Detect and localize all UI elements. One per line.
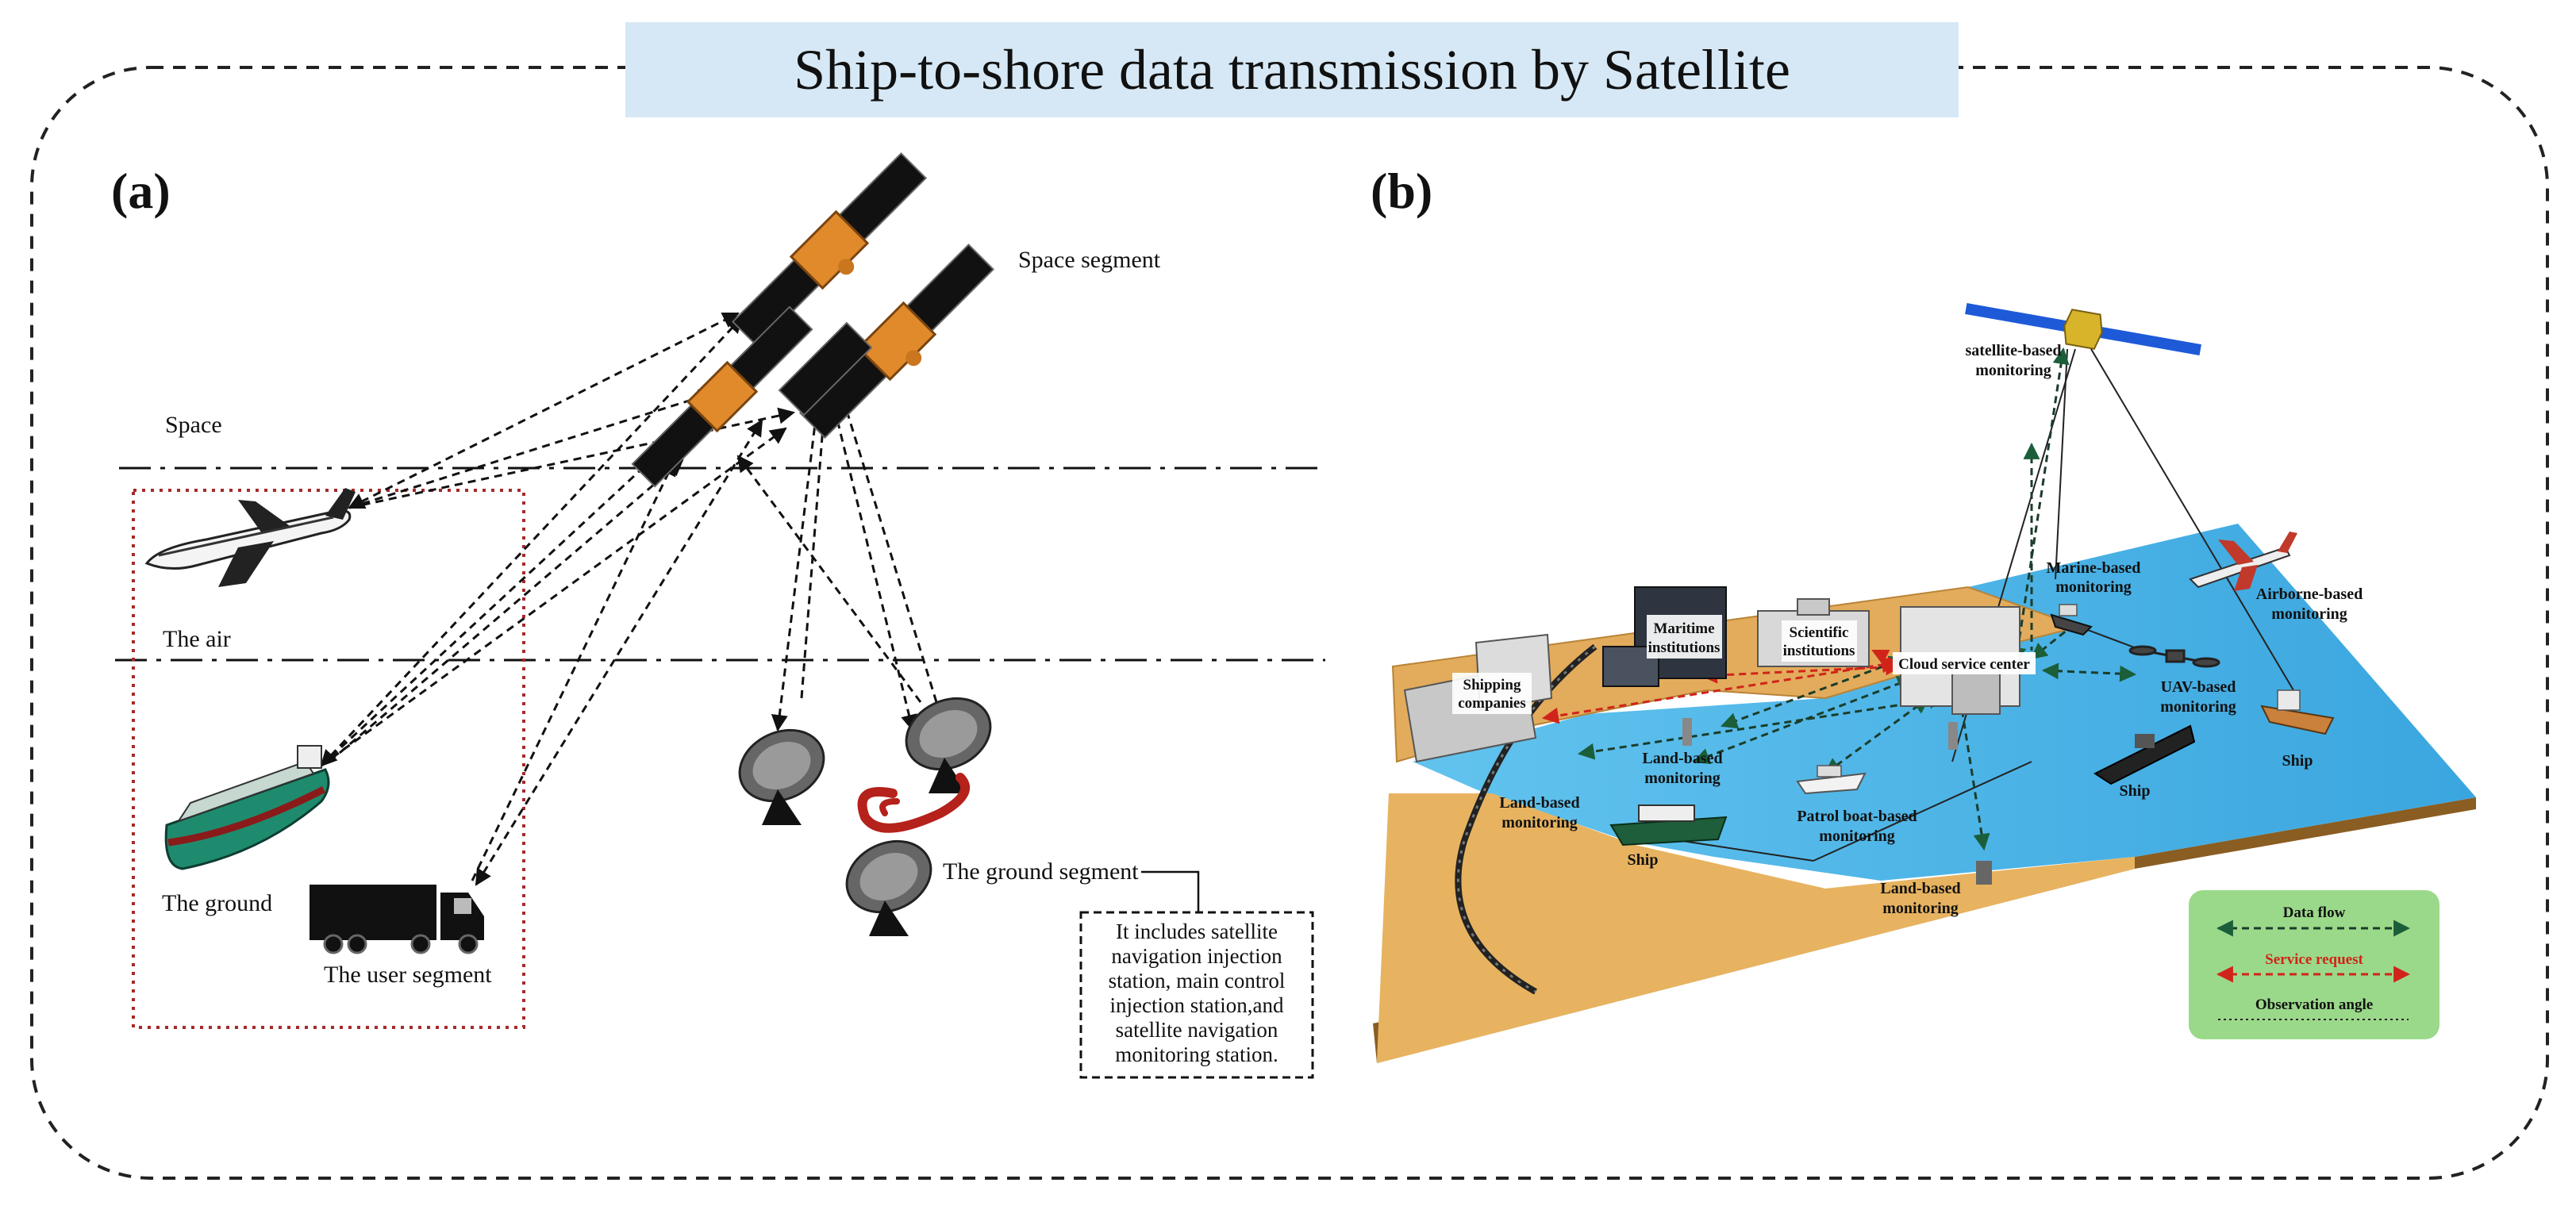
- ground-segment-note-box: [1079, 911, 1314, 1079]
- land-monitoring-1-label-1: Land-based: [1642, 750, 1722, 767]
- ground-label: The ground: [162, 890, 272, 916]
- legend-service-request-label: Service request: [2265, 951, 2363, 968]
- airborne-monitoring-label-2: monitoring: [2271, 605, 2347, 623]
- user-segment-label: The user segment: [324, 962, 492, 988]
- note-line-3: station, main control: [1109, 969, 1286, 993]
- cloud-label-box: [1893, 652, 2036, 674]
- patrol-monitoring-label-1: Patrol boat-based: [1797, 808, 1917, 825]
- panel-b-label: (b): [1371, 163, 1432, 219]
- patrol-monitoring-label-2: monitoring: [1819, 827, 1895, 845]
- satellite-dish-icon: [905, 697, 992, 793]
- note-line-5: satellite navigation: [1116, 1018, 1278, 1042]
- satellite-icon: [731, 152, 928, 348]
- uav-monitoring-label-1: UAV-based: [2161, 678, 2236, 696]
- land-monitoring-3-label-2: monitoring: [1882, 900, 1959, 917]
- ground-link-swirl: [857, 773, 971, 833]
- note-line-4: injection station,and: [1110, 993, 1284, 1017]
- satellite-dish-icon: [738, 728, 825, 825]
- scientific-label-2: institutions: [1783, 643, 1855, 659]
- tower-icon: [1682, 718, 1692, 746]
- air-label: The air: [163, 626, 231, 652]
- cloud-label: Cloud service center: [1898, 656, 2030, 673]
- land-monitoring-2-label-1: Land-based: [1499, 794, 1579, 812]
- note-line-1: It includes satellite: [1116, 920, 1278, 943]
- truck-icon: [310, 885, 484, 954]
- maritime-label-1: Maritime: [1653, 620, 1714, 637]
- airborne-monitoring-label-1: Airborne-based: [2256, 586, 2363, 603]
- maritime-label-box: [1647, 615, 1722, 658]
- marine-monitoring-label-1: Marine-based: [2047, 559, 2141, 577]
- land-monitoring-2-label-2: monitoring: [1501, 814, 1578, 831]
- land-monitoring-3-label-1: Land-based: [1880, 880, 1960, 897]
- airplane-icon: [144, 488, 356, 587]
- airplane-icon: [2189, 532, 2297, 591]
- maritime-label-2: institutions: [1648, 639, 1721, 656]
- land-area-front: [1377, 793, 2135, 1063]
- space-label: Space: [165, 412, 222, 438]
- ship-icon: [2260, 689, 2335, 735]
- note-line-2: navigation injection: [1111, 944, 1282, 968]
- ground-link-swirl-inner: [879, 798, 900, 816]
- satellite-icon: [778, 321, 873, 417]
- shipping-label-2: companies: [1458, 695, 1526, 712]
- bridge-rail: [1457, 645, 1596, 993]
- scientific-label-1: Scientific: [1790, 624, 1849, 641]
- ship-icon: [1609, 804, 1728, 847]
- satellite-icon: [798, 243, 995, 440]
- ship-icon: [2093, 724, 2196, 785]
- land-slab-side: [1373, 797, 2476, 1063]
- ground-segment-leader: [1141, 870, 1200, 912]
- tower-icon: [1976, 861, 1992, 885]
- tower-icon: [1948, 722, 1958, 750]
- satellite-monitoring-label-1: satellite-based: [1965, 342, 2061, 359]
- shipping-label-1: Shipping: [1463, 677, 1521, 693]
- legend-data-flow-label: Data flow: [2283, 904, 2346, 921]
- land-monitoring-1-label-2: monitoring: [1644, 770, 1721, 787]
- ship-icon: [164, 745, 330, 870]
- satellite-dish-icon: [845, 839, 932, 936]
- shipping-label-box: [1452, 673, 1532, 714]
- panel-b: (b): [1371, 163, 2476, 1063]
- satellite-icon: [631, 305, 813, 488]
- panel-a-label: (a): [111, 163, 171, 219]
- patrol-boat-icon: [1796, 765, 1867, 795]
- ground-segment-label: The ground segment: [943, 858, 1139, 885]
- ship-label-1: Ship: [1628, 851, 1659, 869]
- space-segment-label: Space segment: [1018, 247, 1161, 273]
- uav-icon: [2128, 645, 2220, 668]
- panel-a: (a) Space The air Space segment The grou…: [111, 152, 1325, 1079]
- ship-label-3: Ship: [2282, 752, 2313, 770]
- marine-monitoring-label-2: monitoring: [2055, 578, 2132, 596]
- title-banner: [625, 22, 1959, 117]
- diagram-title: Ship-to-shore data transmission by Satel…: [794, 38, 1790, 102]
- satellite-icon: [1965, 303, 2201, 355]
- ship-label-2: Ship: [2120, 782, 2151, 800]
- legend-observation-label: Observation angle: [2255, 996, 2373, 1013]
- uav-monitoring-label-2: monitoring: [2160, 698, 2236, 716]
- marine-vessel-icon: [2050, 604, 2093, 636]
- scientific-label-box: [1782, 620, 1857, 662]
- satellite-monitoring-label-2: monitoring: [1975, 362, 2051, 379]
- note-line-6: monitoring station.: [1115, 1042, 1278, 1066]
